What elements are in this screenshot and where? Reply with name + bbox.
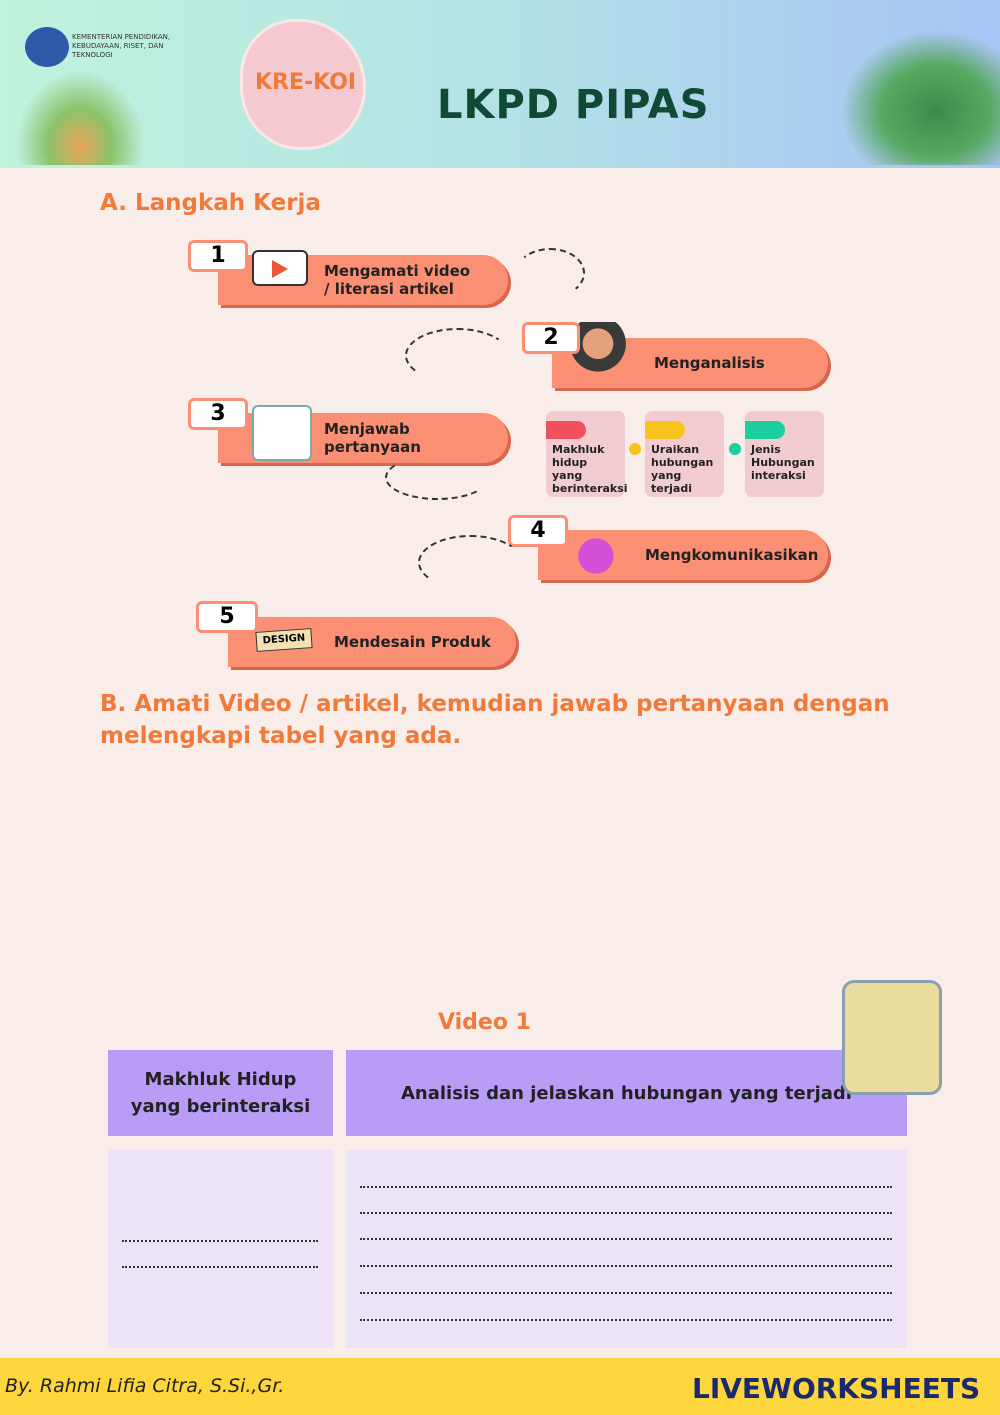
table-caption: Video 1 [438,1010,531,1035]
dashed-arrow-icon [418,535,523,590]
step-label: Mendesain Produk [334,633,491,651]
card-text: Uraikan hubungan yang terjadi [651,443,714,495]
answer-cell-col1[interactable] [108,1150,333,1348]
card-tab [745,421,785,439]
liveworksheets-logo[interactable]: LIVEWORKSHEETS [692,1372,981,1405]
step-number: 4 [508,515,568,547]
step-label: Mengkomunikasikan [645,546,819,564]
video-icon [252,250,308,286]
card-jenis: Jenis Hubungan interaksi [745,411,824,497]
section-b-title: B. Amati Video / artikel, kemudian jawab… [100,691,890,749]
header-col1: Makhluk Hidup yang berinteraksi [108,1050,333,1136]
card-makhluk: Makhluk hidup yang berinteraksi [546,411,628,497]
step-number: 5 [196,601,258,633]
card-tab [546,421,586,439]
card-text: Jenis Hubungan interaksi [751,443,815,482]
answer-cell-col2[interactable] [346,1150,907,1348]
card-tab [645,421,685,439]
author-credit: By. Rahmi Lifia Citra, S.Si.,Gr. [5,1375,285,1397]
step-label: Mengamati video / literasi artikel [324,262,471,298]
design-label-icon: DESIGN [255,628,313,652]
card-uraikan: Uraikan hubungan yang terjadi [645,411,724,497]
step-label: Menjawab pertanyaan [324,420,421,456]
kids-illustration [15,70,145,165]
dashed-arrow-icon [385,455,490,500]
ministry-name: KEMENTERIAN PENDIDIKAN, KEBUDAYAAN, RISE… [72,33,171,59]
dashed-arrow-icon [405,328,510,383]
badge-text: KRE-KOI [255,70,357,95]
section-a-title: A. Langkah Kerja [100,190,321,216]
presenter-illustration [568,520,630,580]
header-banner [0,0,1000,168]
book-mascot-illustration [842,980,942,1095]
badge-flower: KRE-KOI [243,22,363,147]
ministry-logo [25,27,69,67]
questions-illustration [252,405,312,461]
header-col2: Analisis dan jelaskan hubungan yang terj… [346,1050,907,1136]
page-title: LKPD PIPAS [437,82,710,128]
footer-bar [0,1358,1000,1415]
dashed-arrow-icon [515,248,585,298]
step-number: 2 [522,322,580,354]
step-number: 1 [188,240,248,272]
plant-illustration [840,30,1000,165]
dot-icon [629,443,641,455]
dot-icon [729,443,741,455]
step-label: Menganalisis [654,354,765,372]
card-text: Makhluk hidup yang berinteraksi [552,443,628,495]
step-number: 3 [188,398,248,430]
